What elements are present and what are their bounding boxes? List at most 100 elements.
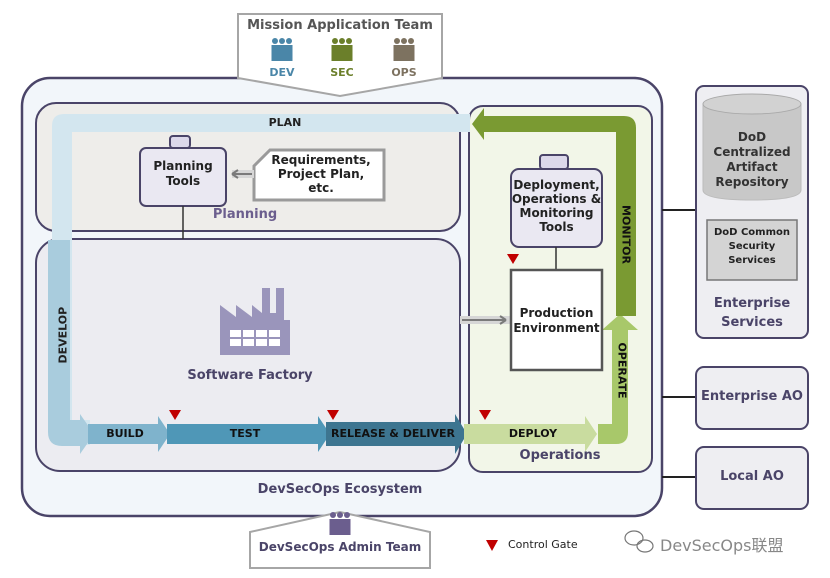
person-head — [286, 38, 292, 44]
person-head — [401, 38, 407, 44]
repository-label: DoD Centralized Artifact Repository — [703, 130, 801, 190]
person-head — [279, 38, 285, 44]
repository-line: Repository — [715, 175, 789, 189]
enterprise-ao-box — [695, 366, 809, 430]
person-head — [339, 38, 345, 44]
test-phase-label: TEST — [229, 427, 261, 440]
repository-cylinder-icon — [702, 93, 802, 201]
person-body — [343, 519, 351, 535]
person-body — [285, 45, 293, 61]
deployment-tools-line: Deployment, — [513, 178, 600, 192]
local-ao-label: Local AO — [720, 469, 784, 484]
security-line: Security — [728, 241, 776, 252]
plan-phase-label: PLAN — [268, 116, 302, 129]
planning-tools-label: Planning Tools — [153, 159, 213, 188]
control-gate-icon — [169, 410, 181, 420]
requirements-document — [252, 148, 386, 202]
deploy-phase-label: DEPLOY — [508, 427, 558, 440]
person-body — [331, 45, 339, 61]
deployment-tools-handle-icon — [539, 154, 569, 170]
control-gate-icon — [507, 254, 519, 264]
develop-arrow — [48, 240, 94, 454]
build-phase-label: BUILD — [106, 427, 144, 440]
deployment-tools-line: Monitoring — [519, 206, 594, 220]
admin-team-icon — [329, 512, 351, 535]
security-services-box — [706, 219, 798, 281]
person-body — [407, 45, 415, 61]
enterprise-services-line: Services — [721, 315, 783, 330]
requirements-arrow — [231, 169, 252, 179]
watermark-text: DevSecOps联盟 — [660, 536, 784, 555]
software-factory-label: Software Factory — [187, 368, 313, 383]
ecosystem-label: DevSecOps Ecosystem — [257, 482, 423, 497]
person-head — [408, 38, 414, 44]
ops-label: OPS — [391, 66, 417, 79]
monitor-phase-label: MONITOR — [619, 205, 633, 264]
admin-team-box — [249, 510, 431, 569]
wechat-icon — [624, 530, 654, 553]
person-body — [345, 45, 353, 61]
deployment-tools-line: Operations & — [511, 192, 602, 206]
dev-team-icon — [271, 38, 293, 61]
person-body — [336, 519, 344, 535]
sec-label: SEC — [330, 66, 354, 79]
person-body — [400, 45, 408, 61]
repository-line: DoD — [737, 130, 767, 144]
local-ao-box — [695, 446, 809, 510]
ops-team-icon — [393, 38, 415, 61]
factory-icon — [220, 288, 290, 355]
control-gate-icon — [327, 410, 339, 420]
person-body — [278, 45, 286, 61]
requirements-line: Project Plan, — [277, 167, 365, 181]
control-gate-icon — [479, 410, 491, 420]
person-head — [337, 512, 343, 518]
operations-label: Operations — [519, 448, 601, 463]
operate-phase-label: OPERATE — [615, 342, 629, 399]
person-body — [338, 45, 346, 61]
deploy-arrow — [464, 416, 597, 452]
build-arrow — [88, 416, 170, 452]
security-services-label: DoD Common Security Services — [707, 226, 797, 268]
person-head — [332, 38, 338, 44]
test-arrow — [167, 416, 330, 452]
planning-label: Planning — [212, 207, 278, 222]
person-body — [271, 45, 279, 61]
enterprise-ao-label: Enterprise AO — [701, 389, 803, 404]
factory-to-production-arrow — [462, 315, 507, 325]
repository-line: Centralized — [713, 145, 791, 159]
production-line: Environment — [513, 321, 600, 335]
production-environment-label: Production Environment — [511, 306, 602, 336]
requirements-line: Requirements, — [271, 153, 371, 167]
legend-control-gate-icon — [486, 540, 498, 551]
develop-phase-label: DEVELOP — [56, 306, 70, 364]
person-head — [394, 38, 400, 44]
requirements-label: Requirements, Project Plan, etc. — [258, 153, 384, 195]
production-line: Production — [519, 306, 594, 320]
requirements-line: etc. — [308, 181, 334, 195]
person-head — [272, 38, 278, 44]
admin-team-label: DevSecOps Admin Team — [258, 540, 422, 554]
dev-label: DEV — [269, 66, 295, 79]
person-head — [346, 38, 352, 44]
person-body — [329, 519, 337, 535]
deployment-tools-label: Deployment, Operations & Monitoring Tool… — [511, 178, 602, 234]
enterprise-services-line: Enterprise — [713, 296, 791, 311]
release-deliver-arrow — [326, 414, 467, 454]
person-body — [393, 45, 401, 61]
control-gate-legend-label: Control Gate — [508, 538, 578, 551]
sec-team-icon — [331, 38, 353, 61]
production-environment-box — [509, 268, 604, 372]
security-line: Services — [728, 255, 776, 266]
person-head — [330, 512, 336, 518]
release-deliver-phase-label: RELEASE & DELIVER — [331, 427, 455, 440]
enterprise-services-label: Enterprise Services — [696, 294, 808, 332]
repository-line: Artifact — [726, 160, 778, 174]
deployment-tools-line: Tools — [539, 220, 574, 234]
mission-team-title: Mission Application Team — [247, 18, 433, 33]
operate-arrow — [598, 314, 638, 444]
planning-tools-handle-icon — [169, 135, 191, 149]
person-head — [344, 512, 350, 518]
monitor-arrow — [472, 108, 636, 316]
security-line: DoD Common — [714, 227, 790, 238]
